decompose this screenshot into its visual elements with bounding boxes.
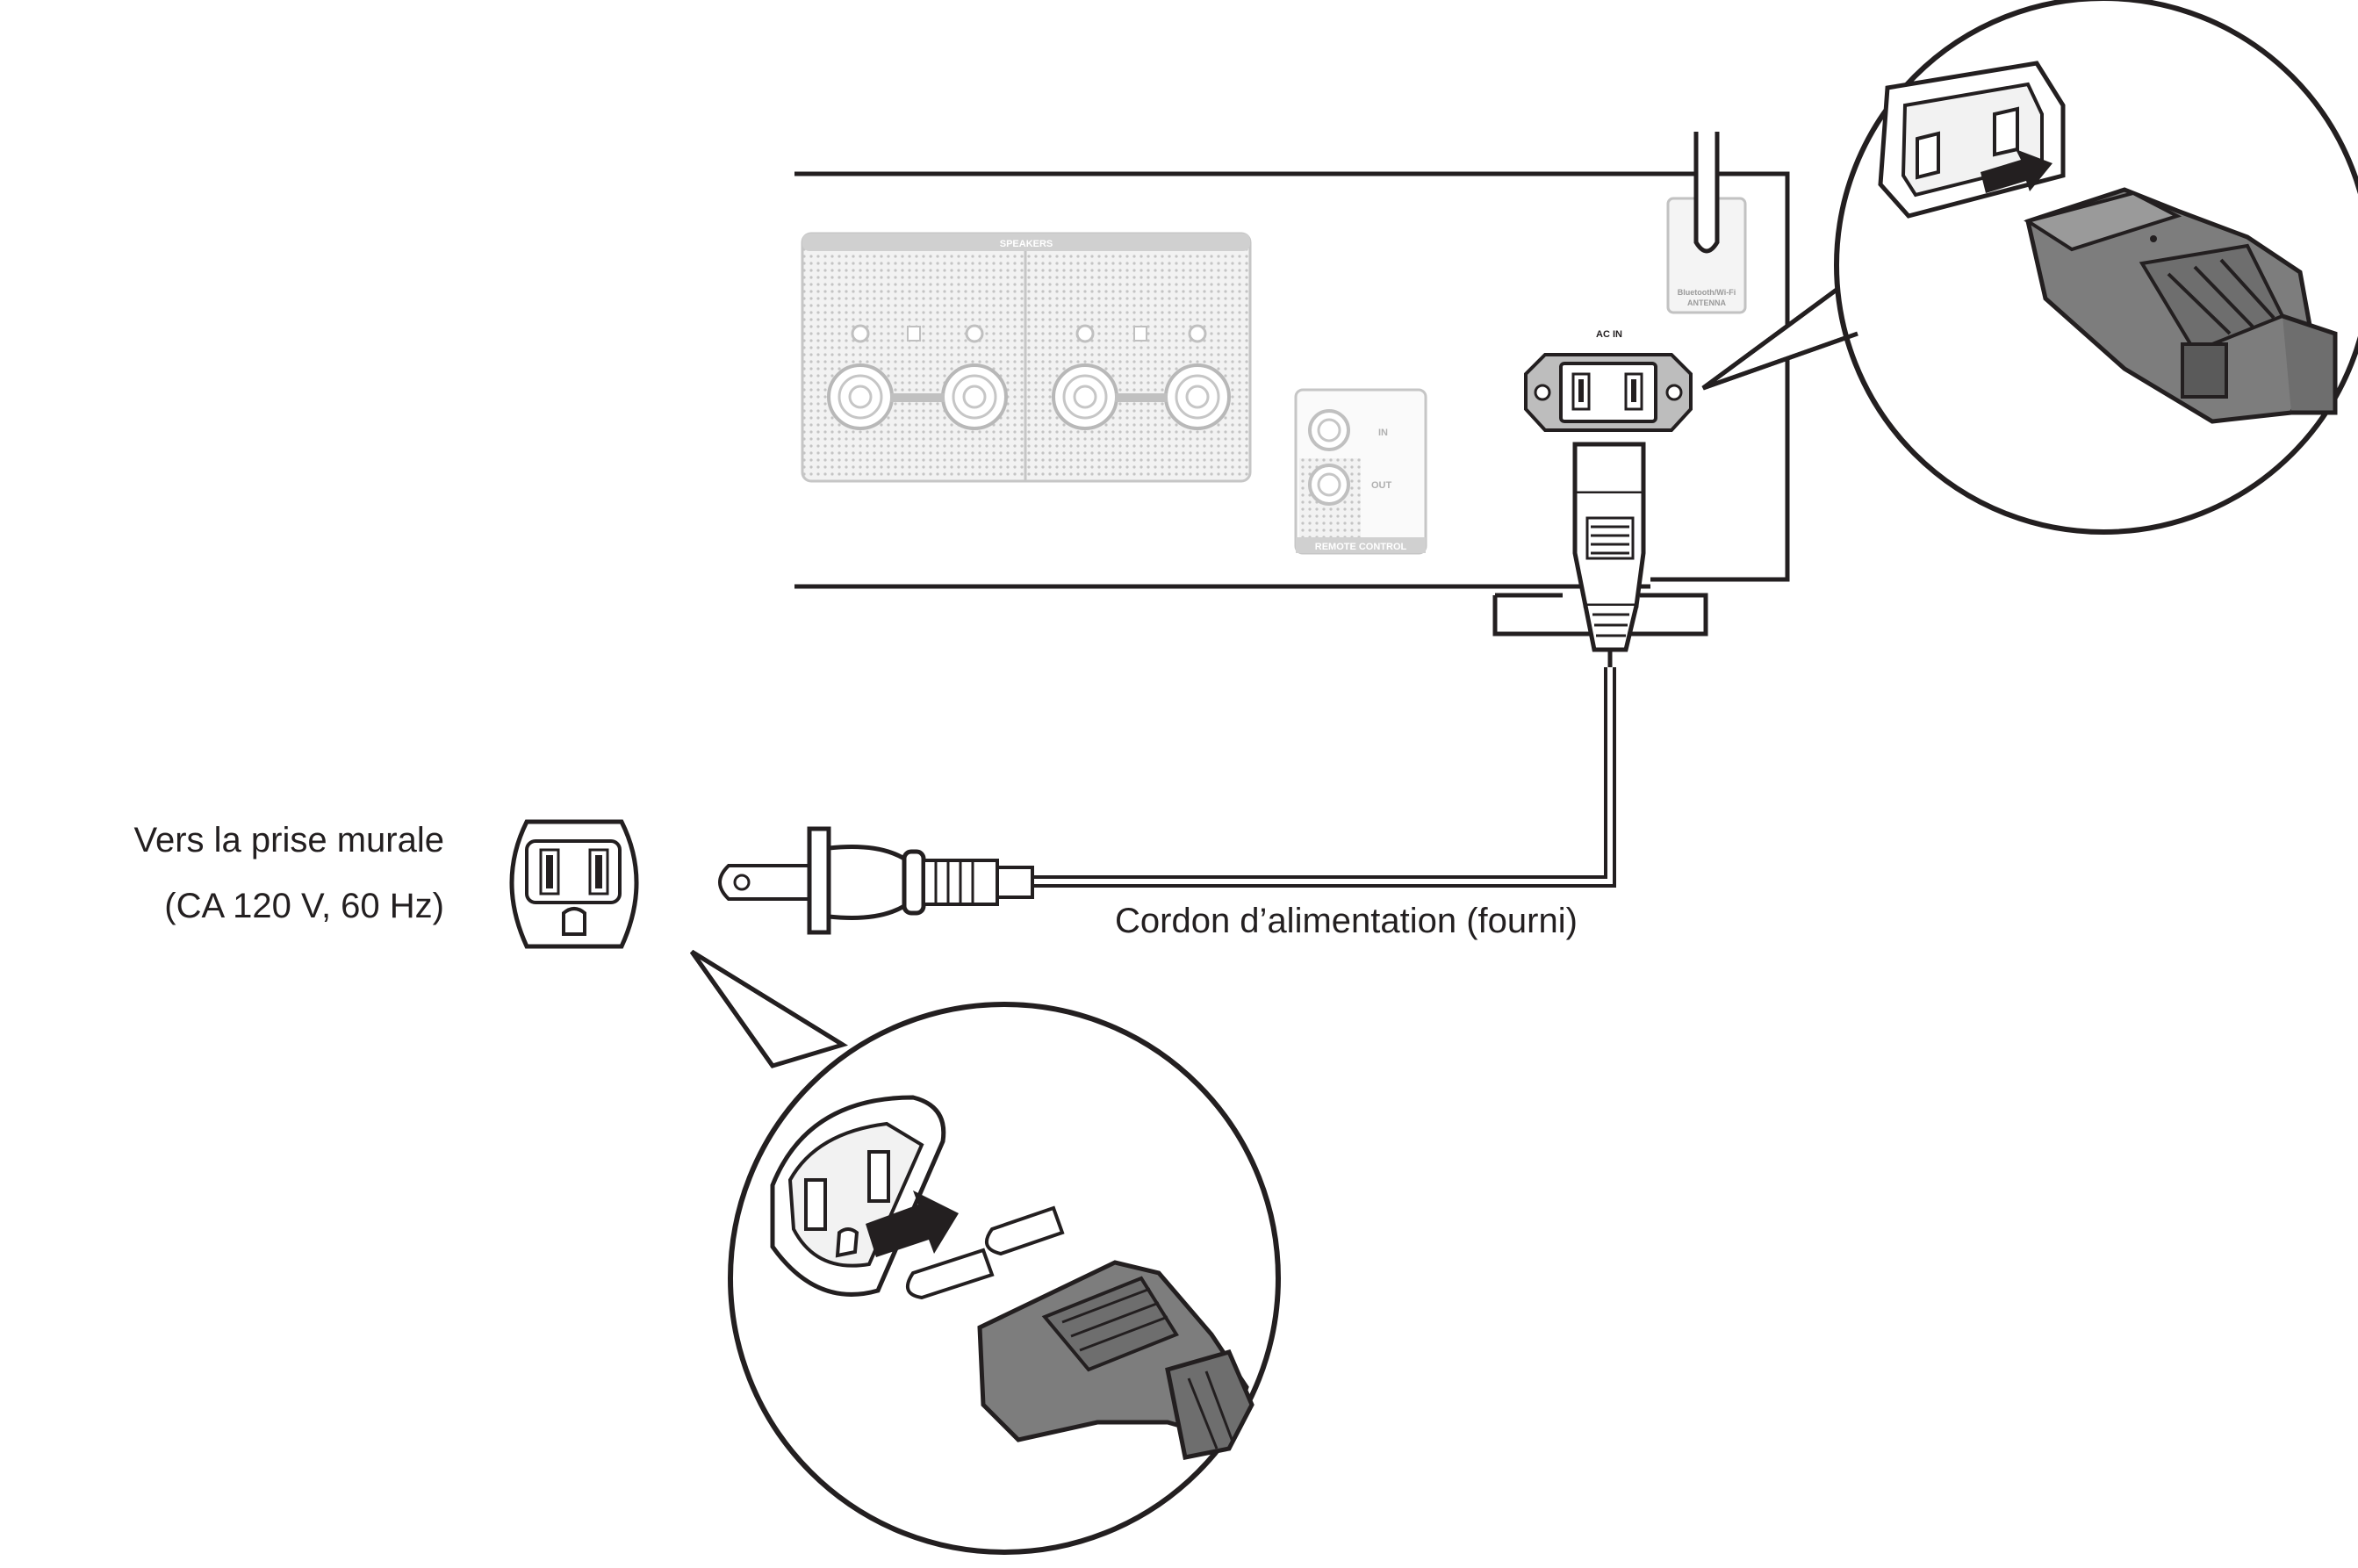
- remote-control-label: REMOTE CONTROL: [1315, 542, 1407, 552]
- speaker-post-l-minus: [941, 324, 1008, 430]
- antenna-label-line1: Bluetooth/Wi-Fi: [1678, 288, 1736, 297]
- antenna: Bluetooth/Wi-Fi ANTENNA: [1666, 132, 1747, 314]
- wall-outlet-label-line2: (CA 120 V, 60 Hz): [164, 887, 444, 925]
- power-cord-label: Cordon d’alimentation (fourni): [1115, 902, 1578, 940]
- speakers-label: SPEAKERS: [1000, 239, 1053, 249]
- ac-in-socket: AC IN: [1524, 329, 1693, 432]
- device-rear-panel: [794, 171, 1790, 637]
- wall-outlet-label-line1: Vers la prise murale: [133, 821, 444, 860]
- zoom-callout-ac-in: [1701, 0, 2358, 535]
- remote-in-label: IN: [1378, 428, 1388, 438]
- wall-outlet-icon: [509, 819, 639, 949]
- remote-control-jacks: IN OUT REMOTE CONTROL: [1294, 388, 1427, 555]
- power-cord: [1027, 667, 1616, 888]
- speaker-terminals: SPEAKERS: [801, 232, 1252, 483]
- antenna-label-line2: ANTENNA: [1687, 298, 1726, 307]
- speaker-post-l-plus: [827, 324, 894, 430]
- iec-plug-connector: [1572, 442, 1646, 667]
- zoom-callout-wall-outlet: [689, 949, 1281, 1555]
- ac-in-label: AC IN: [1596, 329, 1622, 340]
- remote-out-label: OUT: [1371, 480, 1392, 491]
- us-plug: [718, 826, 1034, 935]
